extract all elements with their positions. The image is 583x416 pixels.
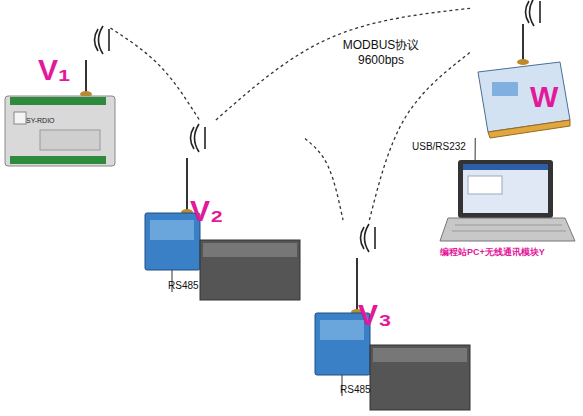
plc-unit [370, 345, 470, 410]
connection-label: USB/RS232 [412, 141, 466, 154]
module-panel [320, 320, 364, 340]
radio-link [305, 139, 343, 221]
keyboard-line [455, 225, 562, 226]
module-base [488, 120, 570, 138]
port-label: RS485 [168, 280, 218, 293]
protocol-label: MODBUS协议 9600bps [336, 38, 426, 68]
module-panel [40, 130, 100, 150]
device-node: V₂ [140, 120, 305, 305]
screen-area [463, 164, 548, 213]
device-label: W [530, 80, 558, 115]
radio-link [369, 52, 470, 220]
device-node: 编程站PC+无线通讯模块Y [440, 160, 575, 262]
module-panel [150, 220, 194, 240]
keyboard-line [452, 231, 566, 232]
cable-link [475, 138, 476, 160]
terminal-strip [10, 97, 106, 105]
laptop-base [440, 218, 575, 241]
plc-panel [203, 243, 297, 257]
antenna-mast [522, 24, 524, 64]
module-panel [492, 82, 518, 96]
device-label: V₁ [38, 53, 70, 88]
antenna-base [517, 59, 529, 65]
radio-link [216, 8, 470, 120]
device-label: V₂ [190, 194, 223, 229]
device-node: V₁ SY-RDIO [0, 28, 120, 168]
antenna-mast [85, 60, 87, 96]
signal-symbol [191, 124, 206, 152]
io-module [5, 96, 115, 166]
antenna-mast [356, 258, 358, 314]
plc-unit [200, 240, 300, 300]
port-label: RS485 [340, 384, 390, 397]
device-node: W [470, 0, 575, 138]
station-caption: 编程站PC+无线通讯模块Y [440, 247, 545, 257]
plc-panel [373, 348, 467, 362]
terminal-strip [10, 156, 106, 164]
radio-module [478, 62, 570, 132]
antenna-mast [186, 158, 188, 214]
module-logo [14, 112, 26, 124]
laptop-screen [458, 160, 553, 218]
signal-symbol [526, 0, 541, 26]
radio-link [110, 28, 199, 120]
screen-titlebar [463, 164, 548, 170]
signal-symbol [95, 26, 110, 54]
signal-symbol [361, 224, 376, 252]
screen-window [468, 176, 502, 194]
device-label: V₃ [358, 298, 392, 333]
model-label: SY-RDIO [26, 117, 55, 125]
